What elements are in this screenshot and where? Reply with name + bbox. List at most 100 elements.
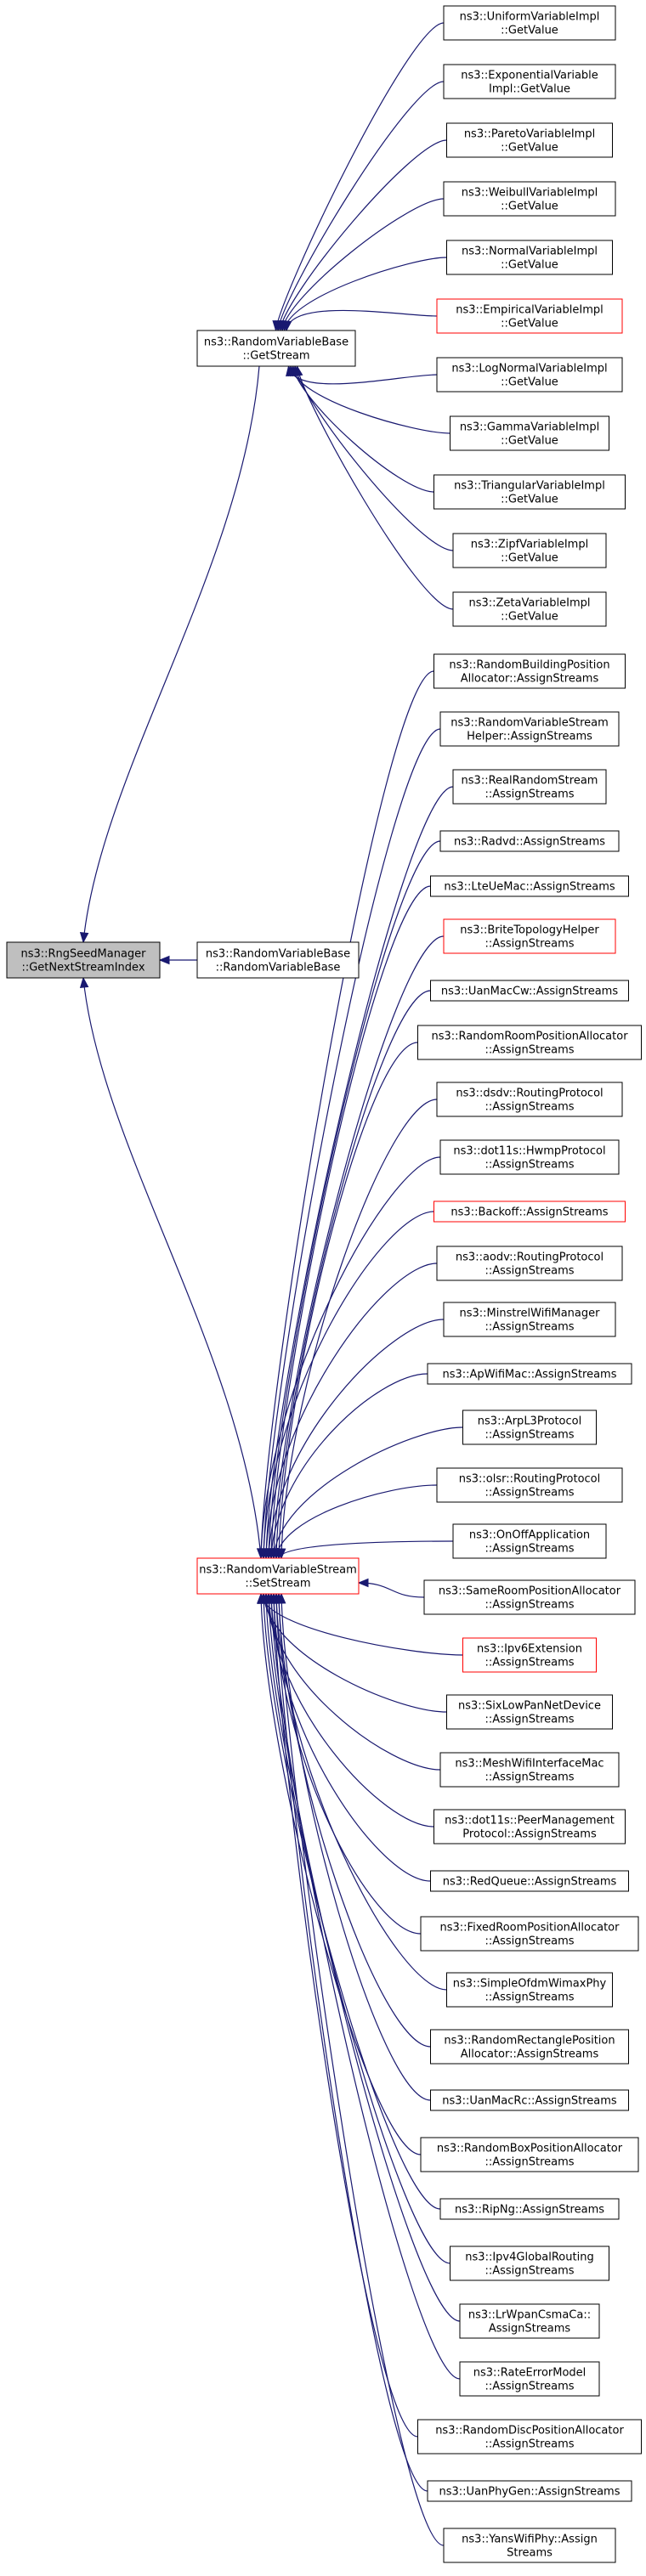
- setstream-caller-node[interactable]: ns3::dot11s::PeerManagementProtocol::Ass…: [434, 1809, 626, 1844]
- root-node-rngseedmanager-getnextstreamindex[interactable]: ns3::RngSeedManager::GetNextStreamIndex: [6, 941, 161, 979]
- getstream-caller-edge: [277, 81, 445, 331]
- setstream-caller-node-box: [430, 875, 629, 897]
- setstream-caller-node-label-line: ::AssignStreams: [484, 1044, 574, 1057]
- setstream-caller-node[interactable]: ns3::olsr::RoutingProtocol::AssignStream…: [436, 1467, 623, 1503]
- getstream-caller-node[interactable]: ns3::GammaVariableImpl::GetValue: [450, 415, 609, 451]
- node-randomvariablebase-constructor[interactable]: ns3::RandomVariableBase::RandomVariableB…: [196, 941, 360, 979]
- setstream-caller-node[interactable]: ns3::LteUeMac::AssignStreams: [430, 875, 629, 897]
- setstream-caller-node-box: [420, 2137, 639, 2172]
- getstream-caller-node[interactable]: ns3::TriangularVariableImpl::GetValue: [434, 474, 626, 510]
- setstream-caller-edge: [263, 1593, 441, 2210]
- setstream-caller-node[interactable]: ns3::RandomVariableStreamHelper::AssignS…: [439, 711, 620, 747]
- setstream-caller-node-box: [436, 1082, 623, 1117]
- getstream-caller-node[interactable]: ns3::ZipfVariableImpl::GetValue: [452, 533, 607, 568]
- setstream-caller-node[interactable]: ns3::SameRoomPositionAllocator::AssignSt…: [423, 1579, 636, 1615]
- setstream-caller-node[interactable]: ns3::UanMacCw::AssignStreams: [430, 980, 629, 1002]
- getstream-caller-edge: [296, 365, 454, 610]
- setstream-caller-node[interactable]: ns3::ApWifiMac::AssignStreams: [427, 1363, 632, 1385]
- setstream-caller-node-box: [420, 1916, 639, 1952]
- setstream-caller-node-box: [462, 1637, 597, 1673]
- node-randomvariablebase-constructor-label-line: ::RandomVariableBase: [216, 962, 341, 974]
- getstream-caller-node-label-line: ns3::ParetoVariableImpl: [464, 128, 595, 141]
- setstream-caller-node[interactable]: ns3::Radvd::AssignStreams: [439, 830, 620, 852]
- setstream-caller-node[interactable]: ns3::Ipv4GlobalRouting::AssignStreams: [450, 2246, 609, 2281]
- setstream-caller-node[interactable]: ns3::UanPhyGen::AssignStreams: [427, 2480, 632, 2502]
- setstream-caller-node[interactable]: ns3::UanMacRc::AssignStreams: [430, 2089, 629, 2111]
- getstream-caller-node-label-line: ::GetValue: [501, 611, 558, 624]
- getstream-caller-node[interactable]: ns3::ZetaVariableImpl::GetValue: [452, 591, 607, 627]
- setstream-caller-node[interactable]: ns3::RandomBuildingPositionAllocator::As…: [434, 653, 626, 689]
- root-node-rngseedmanager-getnextstreamindex-label-line: ::GetNextStreamIndex: [21, 962, 144, 974]
- getstream-caller-node[interactable]: ns3::UniformVariableImpl::GetValue: [443, 5, 616, 41]
- setstream-caller-node-box: [439, 1752, 620, 1788]
- setstream-caller-edge: [263, 728, 441, 1559]
- setstream-caller-node-label-line: ns3::Ipv4GlobalRouting: [465, 2251, 593, 2264]
- setstream-caller-node-label-line: ns3::Ipv6Extension: [477, 1643, 582, 1656]
- setstream-caller-node[interactable]: ns3::RateErrorModel::AssignStreams: [459, 2361, 600, 2397]
- setstream-caller-edge: [280, 1593, 431, 2101]
- getstream-caller-node[interactable]: ns3::NormalVariableImpl::GetValue: [446, 240, 613, 275]
- setstream-caller-edge: [265, 1593, 441, 1771]
- setstream-caller-edge: [268, 1593, 461, 2322]
- setstream-caller-edge-arrowhead: [357, 1578, 369, 1588]
- node-randomvariablestream-setstream[interactable]: ns3::RandomVariableStream::SetStream: [196, 1557, 360, 1595]
- setstream-caller-node[interactable]: ns3::ArpL3Protocol::AssignStreams: [462, 1409, 597, 1445]
- setstream-caller-node[interactable]: ns3::BriteTopologyHelper::AssignStreams: [443, 918, 616, 954]
- edge-setstream-to-root: [82, 977, 262, 1559]
- getstream-caller-node-label-line: ::GetValue: [501, 142, 558, 155]
- getstream-caller-node-label-line: ns3::ExponentialVariable: [461, 70, 598, 82]
- setstream-caller-node-label-line: ::AssignStreams: [484, 1265, 574, 1278]
- setstream-caller-node[interactable]: ns3::LrWpanCsmaCa::AssignStreams: [459, 2303, 600, 2339]
- setstream-caller-node[interactable]: ns3::RandomRoomPositionAllocator::Assign…: [417, 1025, 642, 1060]
- setstream-caller-node[interactable]: ns3::Ipv6Extension::AssignStreams: [462, 1637, 597, 1673]
- setstream-caller-node[interactable]: ns3::FixedRoomPositionAllocator::AssignS…: [420, 1916, 639, 1952]
- setstream-caller-node[interactable]: ns3::MinstrelWifiManager::AssignStreams: [443, 1302, 616, 1337]
- getstream-caller-node-label-line: ns3::TriangularVariableImpl: [454, 480, 605, 493]
- getstream-caller-node-label-line: ::GetValue: [501, 259, 558, 272]
- root-node-rngseedmanager-getnextstreamindex-label-line: ns3::RngSeedManager: [20, 948, 146, 961]
- getstream-caller-node-box: [443, 64, 616, 99]
- setstream-caller-node[interactable]: ns3::OnOffApplication::AssignStreams: [452, 1523, 607, 1559]
- setstream-caller-node-box: [436, 1246, 623, 1281]
- setstream-caller-node-label-line: Streams: [507, 2547, 552, 2560]
- setstream-caller-edge: [275, 1593, 428, 2492]
- getstream-caller-edge: [294, 365, 454, 551]
- setstream-caller-node-label-line: ns3::RandomBoxPositionAllocator: [437, 2143, 623, 2155]
- setstream-caller-edge: [278, 1042, 418, 1559]
- getstream-caller-node[interactable]: ns3::LogNormalVariableImpl::GetValue: [436, 357, 623, 393]
- setstream-caller-node-label-line: ns3::LrWpanCsmaCa::: [468, 2309, 591, 2322]
- setstream-caller-node[interactable]: ns3::Backoff::AssignStreams: [434, 1200, 626, 1223]
- setstream-caller-node[interactable]: ns3::aodv::RoutingProtocol::AssignStream…: [436, 1246, 623, 1281]
- setstream-caller-edge: [260, 670, 434, 1559]
- getstream-caller-node[interactable]: ns3::ParetoVariableImpl::GetValue: [446, 122, 613, 158]
- getstream-caller-node[interactable]: ns3::EmpiricalVariableImpl::GetValue: [436, 298, 623, 334]
- setstream-caller-node[interactable]: ns3::dot11s::HwmpProtocol::AssignStreams: [439, 1139, 620, 1175]
- setstream-caller-node[interactable]: ns3::dsdv::RoutingProtocol::AssignStream…: [436, 1082, 623, 1117]
- setstream-caller-node[interactable]: ns3::RandomBoxPositionAllocator::AssignS…: [420, 2137, 639, 2172]
- setstream-caller-node-label-line: ns3::Backoff::AssignStreams: [450, 1206, 608, 1219]
- node-randomvariablebase-getstream[interactable]: ns3::RandomVariableBase::GetStream: [196, 330, 356, 367]
- setstream-caller-node[interactable]: ns3::YansWifiPhy::AssignStreams: [443, 2528, 616, 2563]
- setstream-caller-edge: [270, 1593, 461, 2380]
- getstream-caller-node-box: [436, 298, 623, 334]
- call-graph-edges: [79, 22, 463, 2546]
- setstream-caller-edge: [268, 1319, 445, 1559]
- getstream-caller-edge-arrowhead: [282, 320, 292, 332]
- setstream-caller-node-label-line: ::AssignStreams: [484, 1714, 574, 1726]
- setstream-caller-node[interactable]: ns3::RealRandomStream::AssignStreams: [452, 769, 607, 805]
- setstream-caller-node[interactable]: ns3::RandomDiscPositionAllocator::Assign…: [417, 2419, 642, 2455]
- setstream-caller-edge: [270, 885, 431, 1559]
- getstream-caller-node[interactable]: ns3::WeibullVariableImpl::GetValue: [443, 181, 616, 217]
- setstream-caller-node[interactable]: ns3::RedQueue::AssignStreams: [430, 1870, 629, 1892]
- getstream-caller-node-label-line: ns3::EmpiricalVariableImpl: [456, 304, 603, 317]
- setstream-caller-node-box: [443, 918, 616, 954]
- setstream-caller-node-box: [452, 769, 607, 805]
- setstream-caller-node-label-line: ns3::ArpL3Protocol: [478, 1415, 581, 1428]
- setstream-caller-node[interactable]: ns3::RandomRectanglePositionAllocator::A…: [430, 2029, 629, 2065]
- setstream-caller-node[interactable]: ns3::RipNg::AssignStreams: [439, 2198, 620, 2220]
- setstream-caller-node[interactable]: ns3::MeshWifiInterfaceMac::AssignStreams: [439, 1752, 620, 1788]
- setstream-caller-node[interactable]: ns3::SixLowPanNetDevice::AssignStreams: [446, 1694, 613, 1730]
- setstream-caller-edge: [260, 1156, 441, 1559]
- setstream-caller-node[interactable]: ns3::SimpleOfdmWimaxPhy::AssignStreams: [446, 1972, 613, 2008]
